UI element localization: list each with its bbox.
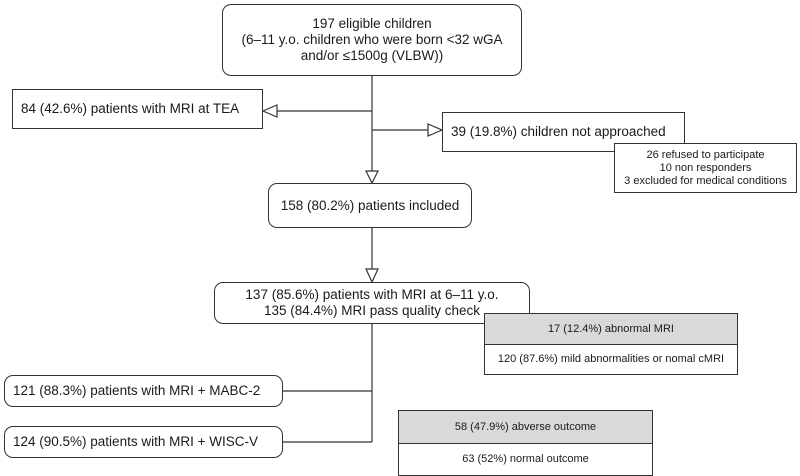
normal-cmri-text: 120 (87.6%) mild abnormalities or nomal … [497, 353, 725, 365]
arrow-to-mri [365, 268, 379, 284]
reason-non-responders: 10 non responders [659, 161, 752, 174]
adverse-outcome-text: 58 (47.9%) abverse outcome [454, 420, 597, 433]
patients-included-text: 158 (80.2%) patients included [280, 197, 460, 213]
wisc-text: 124 (90.5%) patients with MRI + WISC-V [13, 434, 258, 449]
abnormal-mri-header: 17 (12.4%) abnormal MRI [485, 314, 737, 345]
mabc-text: 121 (88.3%) patients with MRI + MABC-2 [13, 383, 261, 398]
abnormal-mri-body: 120 (87.6%) mild abnormalities or nomal … [485, 345, 737, 374]
normal-outcome-text: 63 (52%) normal outcome [462, 453, 589, 465]
arrow-to-tea [261, 104, 278, 118]
arrow-to-included [365, 170, 379, 185]
abnormal-mri-box: 17 (12.4%) abnormal MRI 120 (87.6%) mild… [484, 313, 738, 375]
eligible-criteria-text-2: and/or ≤1500g (VLBW)) [300, 48, 444, 63]
not-approached-reasons-box: 26 refused to participate 10 non respond… [614, 143, 797, 193]
not-approached-text: 39 (19.8%) children not approached [451, 124, 666, 139]
reason-excluded-medical: 3 excluded for medical conditions [624, 174, 787, 187]
eligible-criteria-text: (6–11 y.o. children who were born <32 wG… [241, 32, 503, 47]
mri-tea-box: 84 (42.6%) patients with MRI at TEA [12, 89, 263, 129]
eligible-children-box: 197 eligible children (6–11 y.o. childre… [222, 4, 522, 76]
mri-quality-check-text: 135 (84.4%) MRI pass quality check [263, 303, 481, 318]
arrow-to-not-approached [427, 123, 444, 137]
normal-outcome-body: 63 (52%) normal outcome [399, 444, 652, 475]
eligible-count-text: 197 eligible children [312, 16, 432, 31]
adverse-outcome-header: 58 (47.9%) abverse outcome [399, 411, 652, 444]
wisc-box: 124 (90.5%) patients with MRI + WISC-V [4, 426, 283, 458]
outcome-box: 58 (47.9%) abverse outcome 63 (52%) norm… [398, 410, 653, 476]
mri-tea-text: 84 (42.6%) patients with MRI at TEA [21, 101, 240, 116]
reason-refused: 26 refused to participate [646, 148, 765, 161]
mri-6-11-text: 137 (85.6%) patients with MRI at 6–11 y.… [245, 287, 499, 302]
mabc-box: 121 (88.3%) patients with MRI + MABC-2 [4, 375, 283, 407]
patients-included-box: 158 (80.2%) patients included [268, 183, 472, 228]
mri-6-11-box: 137 (85.6%) patients with MRI at 6–11 y.… [214, 282, 530, 324]
abnormal-mri-text: 17 (12.4%) abnormal MRI [548, 322, 674, 335]
